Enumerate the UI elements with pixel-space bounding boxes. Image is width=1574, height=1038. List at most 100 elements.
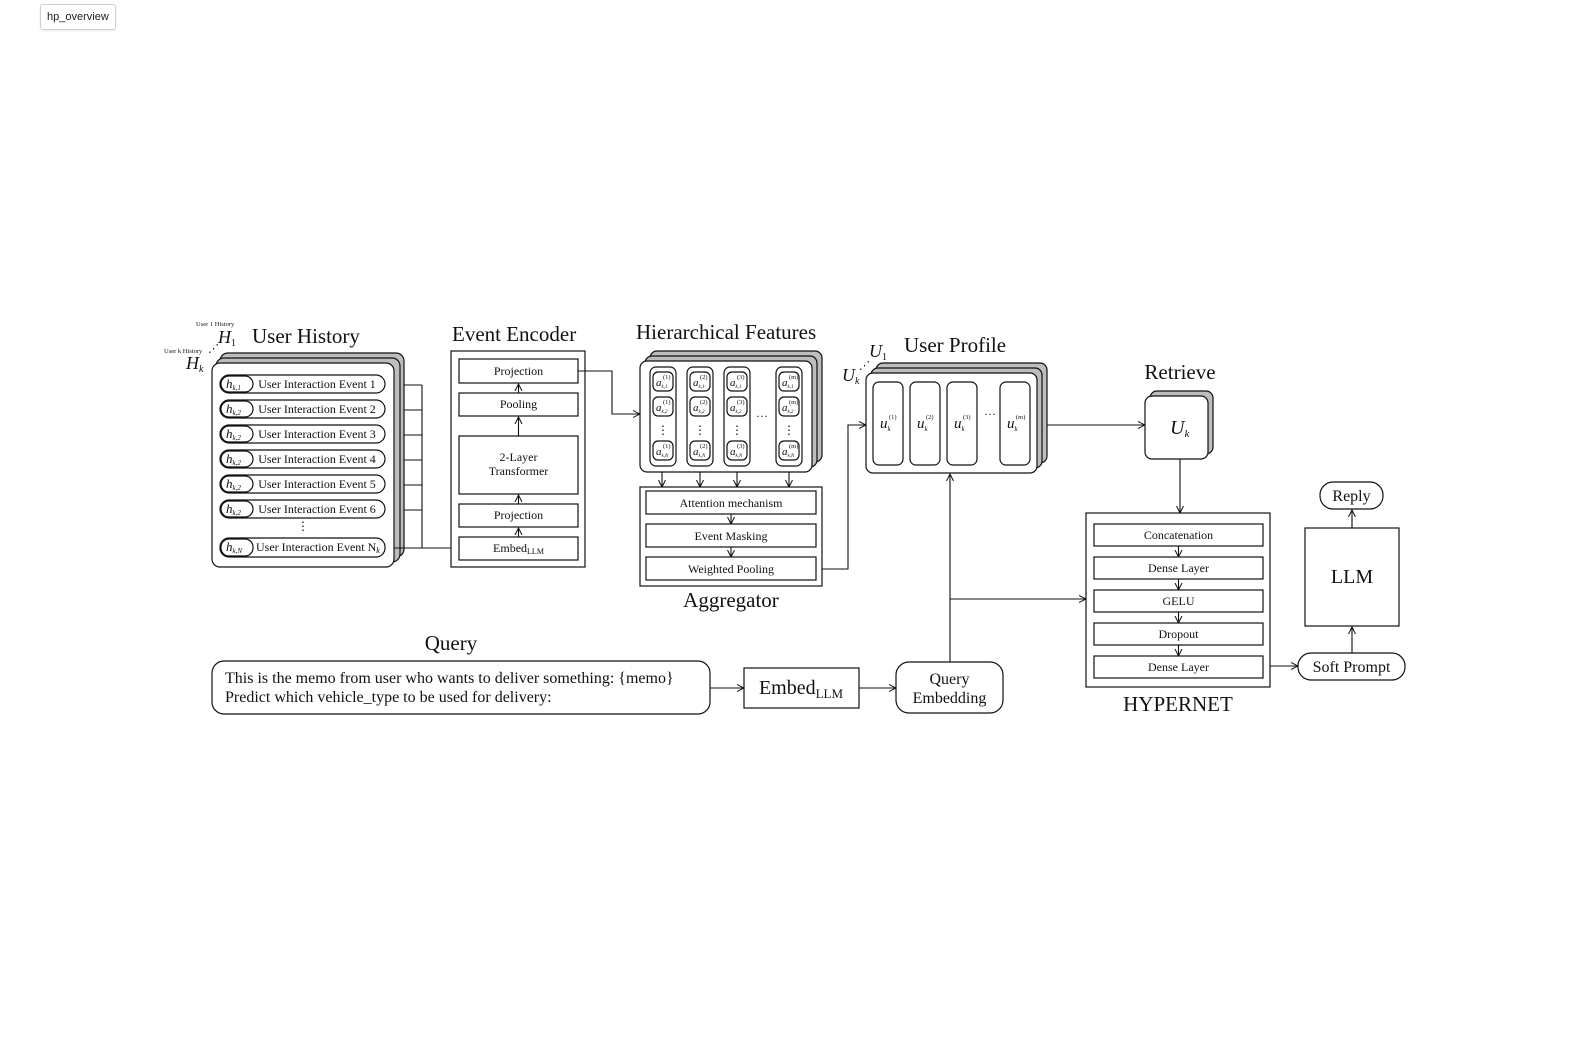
history-event-pill — [219, 374, 386, 394]
profile-cell: uk(3) — [946, 381, 978, 466]
history-event-tag — [220, 400, 254, 418]
history-event-tag — [220, 450, 254, 468]
feature-cell-sup: (m) — [789, 374, 798, 381]
feature-cell — [652, 396, 674, 417]
feature-cell-label: ak,1 — [782, 377, 793, 390]
retrieve-box — [1144, 395, 1209, 460]
history-event-label: User Interaction Event 4 — [258, 452, 376, 466]
history-event-tag-label: hk,2 — [226, 451, 241, 467]
feature-cell-sup: (1) — [663, 374, 671, 381]
feature-cell-sup: (1) — [663, 443, 671, 450]
query-line-2: Predict which vehicle_type to be used fo… — [225, 689, 552, 706]
history-event-tag-label: hk,2 — [226, 401, 241, 417]
hk-label: Hk — [185, 353, 204, 375]
encoder-transformer — [458, 435, 579, 495]
history-event-pill — [219, 474, 386, 494]
tab-hp-overview[interactable]: hp_overview — [40, 4, 116, 30]
profile-cell-box — [872, 381, 904, 466]
user-profile-block: User Profile U1 Uk ⋰ uk(1)uk(2)uk(3)uk(m… — [842, 333, 1048, 474]
feature-cell — [778, 440, 800, 461]
history-event-label: User Interaction Event 2 — [258, 402, 376, 416]
query-title: Query — [425, 631, 478, 655]
feature-cell-label: ak,2 — [693, 402, 705, 415]
feature-cell — [726, 371, 748, 392]
profile-cell: uk(1) — [872, 381, 904, 466]
hypernet-title: HYPERNET — [1123, 692, 1233, 716]
aggregator-step: Attention mechanism — [645, 490, 817, 515]
profile-cell-sup: (m) — [1016, 414, 1025, 421]
history-event-pill — [219, 449, 386, 469]
hypernet-layer: Concatenation — [1093, 523, 1264, 547]
hierarchical-features-block: Hierarchical Features ak,1(1)ak,2(1)ak,N… — [636, 320, 823, 487]
hypernet-layer-label: Dense Layer — [1148, 561, 1209, 575]
profile-cells: uk(1)uk(2)uk(3)uk(m) — [872, 381, 1031, 466]
aggregator-title: Aggregator — [683, 588, 779, 612]
feature-cell — [778, 371, 800, 392]
feature-cell-label: ak,1 — [730, 377, 741, 390]
retrieve-title: Retrieve — [1144, 360, 1215, 384]
feature-column: ak,1(3)ak,2(3)ak,N(3)⋮ — [723, 366, 751, 467]
history-event-row: hk,2 User Interaction Event 4 — [219, 449, 386, 469]
hypernet-layer: Dense Layer — [1093, 655, 1264, 679]
aggregator-step-label: Weighted Pooling — [688, 562, 774, 576]
reply-block: Reply — [1319, 481, 1384, 510]
encoder-transformer-line2: Transformer — [489, 464, 549, 478]
history-event-row: hk,2 User Interaction Event 2 — [219, 399, 386, 419]
history-event-tag-label: hk,2 — [226, 501, 241, 517]
hypernet-layer-label: Dropout — [1159, 627, 1200, 641]
hypernet-layer-box — [1093, 655, 1264, 679]
history-event-pill — [219, 424, 386, 444]
hierarchical-features-title: Hierarchical Features — [636, 320, 816, 344]
profile-cell-sup: (1) — [889, 414, 897, 421]
query-embedding-line-1: Query — [930, 671, 970, 688]
hypernet-layer: Dense Layer — [1093, 556, 1264, 580]
query-embed-block: EmbedLLM — [743, 667, 860, 709]
profile-cell: uk(2) — [909, 381, 941, 466]
history-event-tag-label: hk,2 — [226, 476, 241, 492]
feature-cell-sup: (m) — [789, 399, 798, 406]
aggregator-step-label: Attention mechanism — [680, 496, 784, 510]
history-event-tag-label: hk,1 — [226, 376, 241, 392]
user-1-history-label: User 1 History — [196, 321, 235, 328]
query-text-box — [211, 660, 711, 715]
history-event-label: User Interaction Event 5 — [258, 477, 376, 491]
user-profile-title: User Profile — [904, 333, 1006, 357]
history-event-pill — [219, 537, 386, 558]
encoder-projection-top-label: Projection — [494, 364, 543, 378]
feature-cell — [726, 396, 748, 417]
profile-cell-box — [946, 381, 978, 466]
event-encoder-block: Event Encoder Projection Pooling 2-Layer… — [450, 322, 586, 568]
feature-cell — [652, 371, 674, 392]
query-embed-label: EmbedLLM — [759, 677, 844, 701]
history-event-row: hk,2 User Interaction Event 6 — [219, 499, 386, 519]
h1-label: H1 — [217, 327, 236, 349]
feature-cell — [778, 396, 800, 417]
features-ellipsis: ··· — [756, 409, 768, 423]
profile-cell-box — [999, 381, 1031, 466]
history-event-tag — [220, 475, 254, 493]
feature-cell-label: ak,2 — [656, 402, 668, 415]
event-encoder-title: Event Encoder — [452, 322, 576, 346]
retrieve-symbol: Uk — [1170, 417, 1190, 440]
feature-cell-label: ak,2 — [782, 402, 794, 415]
hypernet-layer: Dropout — [1093, 622, 1264, 646]
feature-cell-sup: (2) — [700, 374, 708, 381]
history-event-row: hk,2 User Interaction Event 5 — [219, 474, 386, 494]
encoder-projection-bottom-label: Projection — [494, 508, 543, 522]
feature-cell-sup: (3) — [737, 374, 745, 381]
history-event-pill — [219, 399, 386, 419]
feature-cell-sup: (2) — [700, 443, 708, 450]
feature-cell — [689, 371, 711, 392]
history-to-encoder-connector — [394, 384, 458, 548]
feature-cell — [726, 440, 748, 461]
profile-cell-sup: (2) — [926, 414, 934, 421]
user-history-block: User History User 1 History User k Histo… — [164, 321, 405, 568]
history-event-label: User Interaction Event 6 — [258, 502, 376, 516]
hypernet-layer-label: Dense Layer — [1148, 660, 1209, 674]
aggregator-step: Weighted Pooling — [645, 556, 817, 581]
history-event-label: User Interaction Event 3 — [258, 427, 376, 441]
